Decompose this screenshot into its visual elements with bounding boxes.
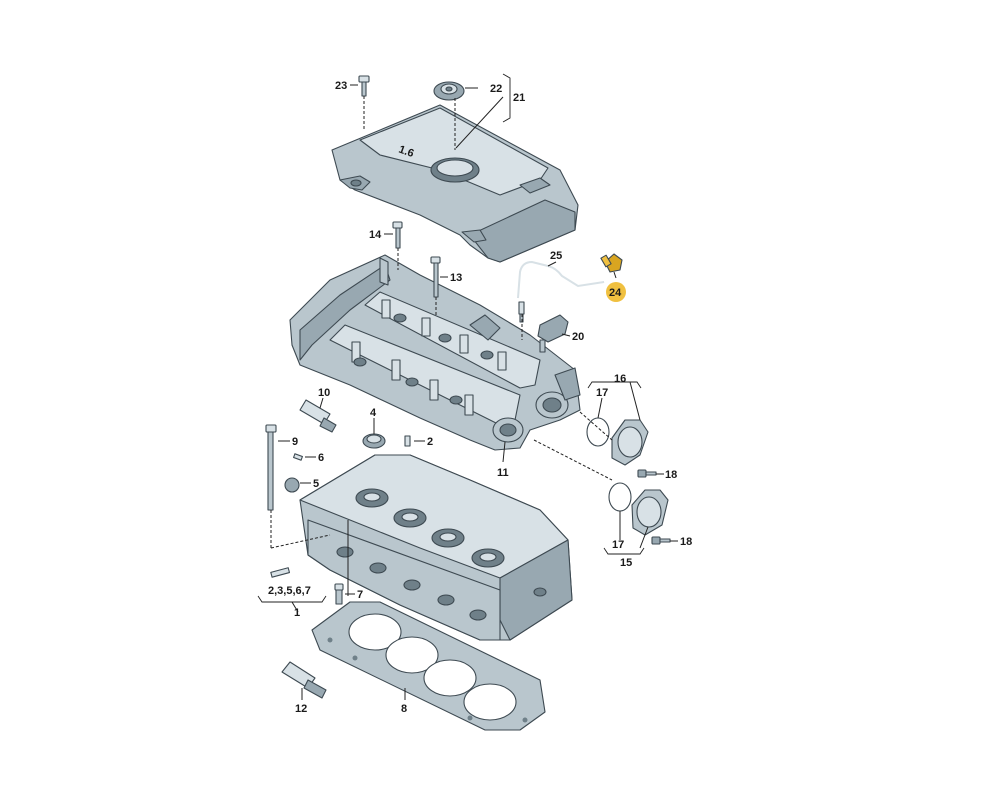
hall-sender bbox=[518, 301, 569, 353]
callout-7: 7 bbox=[357, 589, 363, 601]
callout-23: 23 bbox=[335, 80, 347, 92]
housing-bolt bbox=[392, 221, 403, 249]
sealant-tube-upper bbox=[299, 399, 337, 433]
vent-pipe bbox=[517, 261, 605, 299]
callout-9: 9 bbox=[292, 436, 298, 448]
leader-lines bbox=[257, 73, 678, 700]
cover-grommet bbox=[433, 81, 465, 101]
sleeve-pin bbox=[293, 453, 303, 461]
callout-15: 15 bbox=[620, 557, 632, 569]
callout-12: 12 bbox=[295, 703, 307, 715]
sleeve bbox=[334, 583, 344, 605]
cover-bolt-lower bbox=[651, 536, 671, 545]
callout-24-highlight bbox=[606, 282, 626, 302]
callout-22: 22 bbox=[490, 83, 502, 95]
stud bbox=[270, 567, 291, 578]
callout-16: 16 bbox=[614, 373, 626, 385]
callout-17-lower: 17 bbox=[612, 539, 624, 551]
temperature-sender bbox=[600, 253, 623, 273]
callout-18-upper: 18 bbox=[665, 469, 677, 481]
dowel-pin bbox=[404, 435, 411, 447]
callout-20: 20 bbox=[572, 331, 584, 343]
callout-17-upper: 17 bbox=[596, 387, 608, 399]
sealant-tube-lower bbox=[281, 661, 327, 699]
callout-10: 10 bbox=[318, 387, 330, 399]
callout-11: 11 bbox=[497, 467, 509, 479]
callout-5: 5 bbox=[313, 478, 319, 490]
engine-cover: 1.6 bbox=[331, 104, 579, 263]
callout-2-3-5-6-7: 2,3,5,6,7 bbox=[268, 585, 311, 597]
valve-stem-seal bbox=[362, 433, 386, 449]
cover-bolt bbox=[358, 75, 370, 97]
head-gasket bbox=[311, 601, 546, 731]
sealing-plug bbox=[284, 477, 300, 493]
callout-6: 6 bbox=[318, 452, 324, 464]
callout-1: 1 bbox=[294, 607, 300, 619]
camshaft-housing bbox=[289, 254, 581, 451]
cover-bolt-upper bbox=[637, 469, 657, 478]
cover-plate-lower bbox=[608, 482, 669, 536]
callout-2: 2 bbox=[427, 436, 433, 448]
callout-21: 21 bbox=[513, 92, 525, 104]
cover-plate-upper bbox=[586, 417, 649, 466]
callout-8: 8 bbox=[401, 703, 407, 715]
head-bolt bbox=[265, 424, 277, 511]
callout-14: 14 bbox=[369, 229, 382, 241]
callout-24: 24 bbox=[609, 287, 622, 299]
callout-25: 25 bbox=[550, 250, 562, 262]
cylinder-head bbox=[299, 454, 573, 641]
cover-marking: 1.6 bbox=[397, 144, 415, 161]
callout-4: 4 bbox=[370, 407, 377, 419]
callout-18-lower: 18 bbox=[680, 536, 692, 548]
callout-labels: 21 22 23 14 13 25 24 20 16 17 18 17 18 1… bbox=[268, 80, 692, 715]
callout-13: 13 bbox=[450, 272, 462, 284]
